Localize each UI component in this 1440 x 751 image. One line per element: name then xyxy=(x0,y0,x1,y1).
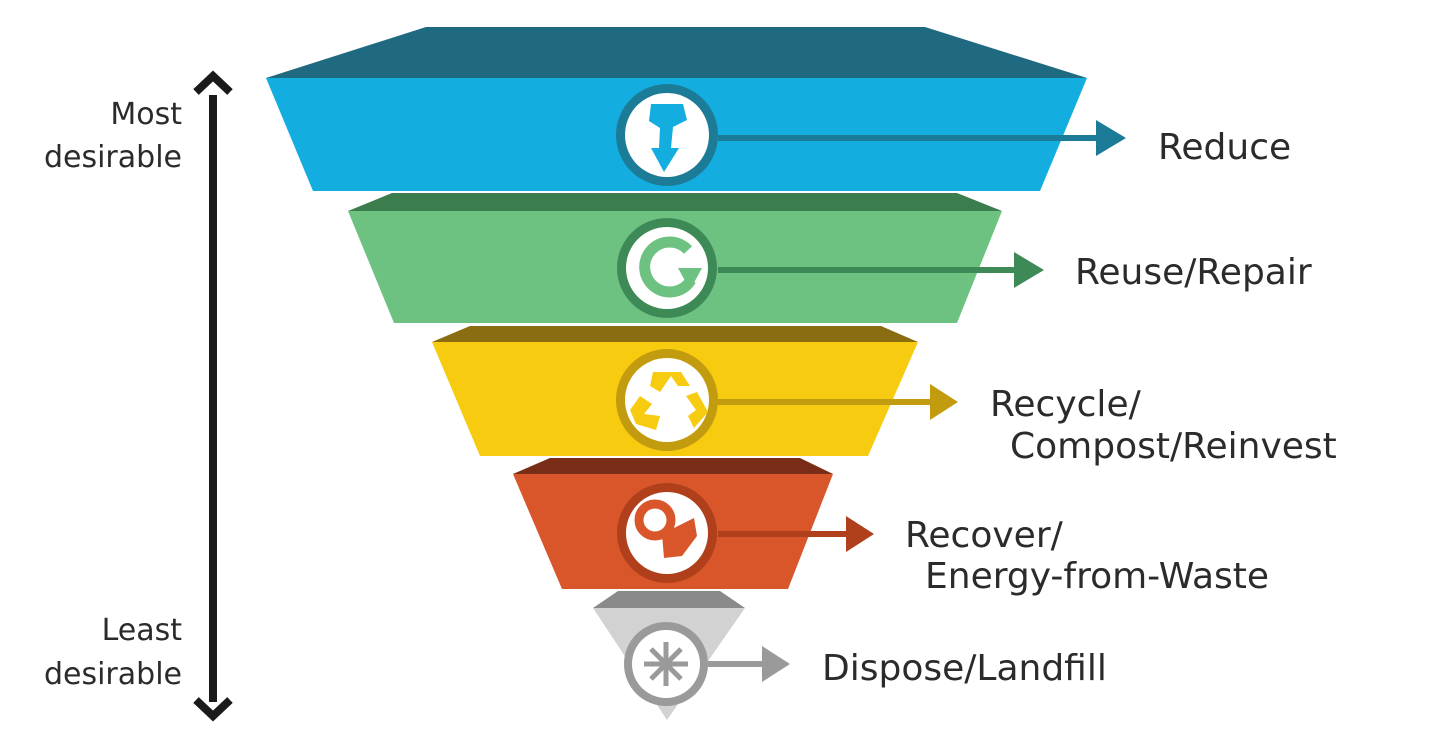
tier-dispose: Dispose/Landfill xyxy=(593,591,1107,720)
recycle-icon xyxy=(630,372,708,430)
tier-recover-label-line2: Energy-from-Waste xyxy=(925,556,1269,597)
tier-dispose-arrow-head xyxy=(762,646,790,682)
tier-reduce-arrow-head xyxy=(1096,120,1126,156)
tier-recover-label-line1: Recover/ xyxy=(905,515,1064,556)
tier-reuse-arrow-head xyxy=(1014,252,1044,288)
tier-reuse: Reuse/Repair xyxy=(348,193,1312,323)
scale-arrow-up-head xyxy=(193,70,233,95)
tier-dispose-label-line1: Dispose/Landfill xyxy=(822,648,1107,689)
tier-reuse-label-line1: Reuse/Repair xyxy=(1075,252,1312,293)
most-desirable-label-line2: desirable xyxy=(44,140,182,175)
tier-recycle-label-line1: Recycle/ xyxy=(990,384,1142,425)
least-desirable-label-line1: Least xyxy=(102,613,183,648)
most-desirable-label-line1: Most xyxy=(110,97,182,132)
energy-recovery-icon xyxy=(634,499,697,558)
landfill-burst-icon xyxy=(644,642,688,686)
tier-reuse-top-face xyxy=(348,193,1002,211)
tier-recycle: Recycle/ Compost/Reinvest xyxy=(432,326,1337,467)
tier-recycle-arrow-head xyxy=(930,384,958,420)
tier-recover-top-face xyxy=(513,458,833,474)
tier-recover-arrow-head xyxy=(846,516,874,552)
least-desirable-label-line2: desirable xyxy=(44,657,182,692)
circular-arrow-icon xyxy=(639,236,702,298)
tier-reduce-label-line1: Reduce xyxy=(1158,127,1291,168)
desirability-scale: Most desirable Least desirable xyxy=(44,70,233,722)
tier-recover: Recover/ Energy-from-Waste xyxy=(513,458,1269,597)
tier-dispose-top-face xyxy=(593,591,745,608)
scale-arrow-down-head xyxy=(193,697,233,722)
tier-reduce-top-face xyxy=(266,27,1087,78)
tier-reduce: Reduce xyxy=(266,27,1291,191)
hand-down-arrow-icon xyxy=(649,104,687,172)
tier-recycle-top-face xyxy=(432,326,918,342)
tier-recycle-label-line2: Compost/Reinvest xyxy=(1010,426,1337,467)
